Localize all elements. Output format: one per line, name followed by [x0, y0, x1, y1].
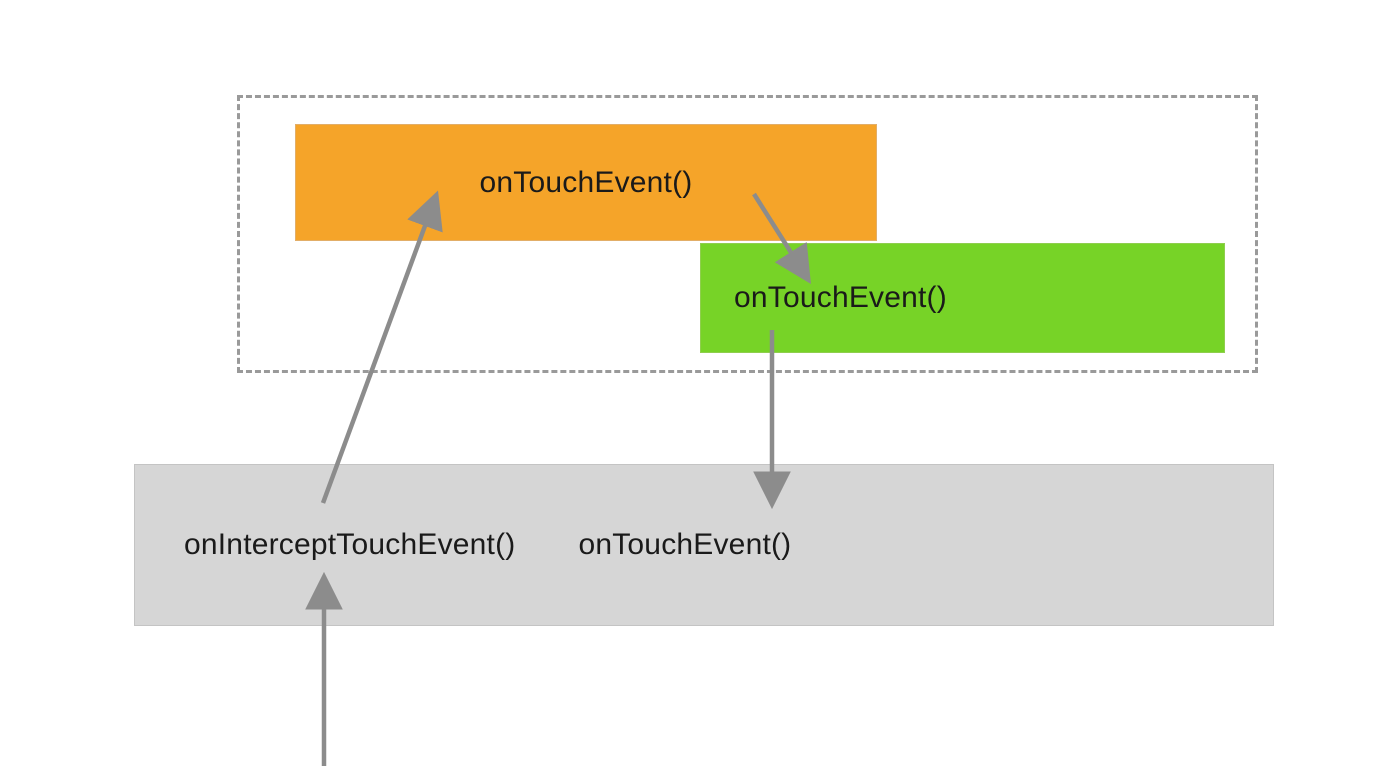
green-view-label: onTouchEvent()	[734, 281, 947, 314]
view-group-box: onInterceptTouchEvent() onTouchEvent()	[134, 464, 1274, 626]
green-view-box: onTouchEvent()	[700, 243, 1225, 353]
view-group-intercept-label: onInterceptTouchEvent()	[184, 528, 516, 561]
orange-view-box: onTouchEvent()	[295, 124, 877, 241]
orange-view-label: onTouchEvent()	[479, 165, 693, 199]
child-views-dashed-container	[237, 95, 1258, 373]
view-group-labels: onInterceptTouchEvent() onTouchEvent()	[184, 530, 791, 560]
view-group-touch-label: onTouchEvent()	[578, 528, 792, 561]
